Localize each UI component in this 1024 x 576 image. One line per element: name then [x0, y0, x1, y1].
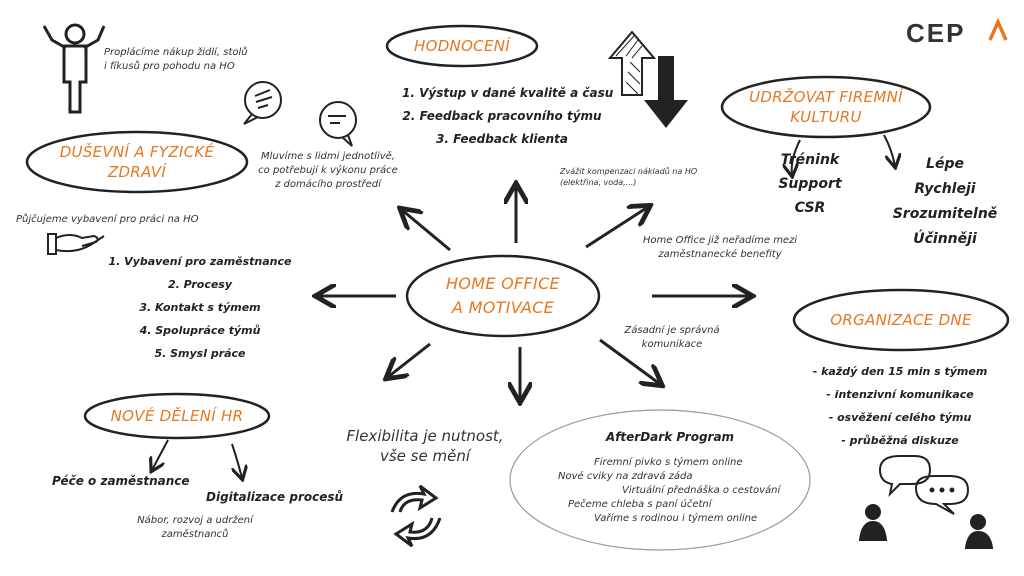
list-item: 5. Smysl práce [154, 347, 246, 360]
refresh-arrows-icon [390, 484, 442, 548]
hr-arrow-right [231, 443, 242, 478]
list-item: CSR [794, 200, 826, 216]
center-title-line2: A MOTIVACE [451, 298, 554, 317]
list-item: 2. Feedback pracovního týmu [402, 109, 602, 123]
afterdark-oval [509, 409, 811, 551]
hr-left: Péče o zaměstnance [52, 474, 190, 488]
hodnoceni-list: 1. Výstup v dané kvalitě a času 2. Feedb… [402, 82, 614, 151]
list-item: Trénink [780, 152, 840, 168]
list-item: 3. Kontakt s týmem [139, 301, 261, 314]
list-item: - intenzivní komunikace [826, 388, 974, 401]
note-line: komunikace [641, 339, 703, 350]
list-item: - každý den 15 min s týmem [812, 365, 988, 378]
zdravi-oval [25, 130, 249, 194]
afterdark-list: Firemní pivko s týmem online Nové cviky … [550, 456, 800, 526]
note-line: (elektřina, voda,...) [560, 178, 637, 187]
list-item: Firemní pivko s týmem online [594, 457, 743, 468]
kultura-title-line2: KULTURU [790, 108, 862, 126]
list-item: Virtuální přednáška o cestování [622, 485, 781, 496]
note-line: zaměstnanecké benefity [658, 249, 782, 260]
kultura-title: UDRŽOVAT FIREMNÍ KULTURU [736, 87, 916, 127]
center-title: HOME OFFICE A MOTIVACE [418, 272, 588, 320]
list-item: - osvěžení celého týmu [828, 411, 972, 424]
kultura-right-list: Lépe Rychleji Srozumitelně Účinněji [890, 152, 1000, 252]
list-item: 4. Spolupráce týmů [139, 324, 261, 337]
kultura-left-list: Trénink Support CSR [770, 148, 850, 220]
note-line: Flexibilita je nutnost, [346, 427, 504, 445]
cepa-logo: CEP [906, 18, 965, 49]
note-line: Zásadní je správná [624, 325, 720, 336]
kultura-oval [720, 75, 932, 139]
note-line: Proplácíme nákup židlí, stolů [104, 47, 248, 58]
note-line: i fíkusů pro pohodu na HO [104, 61, 235, 72]
list-item: Pečeme chleba s paní účetní [568, 499, 712, 510]
note-line: co potřebují k výkonu práce [258, 165, 398, 176]
hr-oval [83, 392, 271, 440]
logo-mark [988, 17, 1008, 41]
list-item: 1. Vybavení pro zaměstnance [108, 255, 292, 268]
benefity-note: Home Office již neřadíme mezi zaměstnane… [630, 234, 810, 262]
zdravi-note-mid: Mluvíme s lidmi jednotlivě, co potřebují… [248, 150, 408, 192]
list-item: 2. Procesy [167, 278, 233, 291]
arrow-up-right [585, 207, 648, 249]
note-line: Zvážit kompenzaci nákladů na HO [560, 167, 698, 176]
vybaveni-list: 1. Vybavení pro zaměstnance 2. Procesy 3… [100, 250, 300, 365]
hodnoceni-oval [385, 24, 539, 68]
arrow-up-left [402, 210, 451, 252]
afterdark-title: AfterDark Program [605, 430, 735, 444]
list-item: 1. Výstup v dané kvalitě a času [402, 86, 614, 100]
note-line: zaměstnanců [161, 529, 229, 540]
list-item: - průběžná diskuze [841, 434, 959, 447]
chat-people-icon [858, 455, 994, 549]
note-line: Mluvíme s lidmi jednotlivě, [261, 151, 395, 162]
list-item: Srozumitelně [892, 206, 998, 222]
zdravi-note-top: Proplácíme nákup židlí, stolů i fíkusů p… [104, 46, 284, 74]
center-oval [405, 254, 601, 338]
kultura-arrow-right [883, 134, 895, 166]
note-line: vše se mění [379, 447, 470, 465]
arrow-down-right [599, 338, 660, 384]
organizace-oval [792, 288, 1010, 352]
list-item: 3. Feedback klienta [436, 132, 568, 146]
up-down-arrows-icon [607, 30, 688, 128]
organizace-title: ORGANIZACE DNE [830, 311, 972, 329]
list-item: Vaříme s rodinou i týmem online [594, 513, 758, 524]
person-cheering-icon [42, 23, 106, 114]
hr-title: NOVÉ DĚLENÍ HR [110, 407, 244, 425]
note-line: z domácího prostředí [275, 179, 381, 190]
list-item: Support [778, 176, 842, 192]
kultura-arrow-left [792, 139, 801, 175]
list-item: Nové cviky na zdravá záda [558, 471, 693, 482]
vybaveni-note: Půjčujeme vybavení pro práci na HO [16, 214, 199, 225]
logo-text: CEP [906, 18, 966, 48]
arrow-down-left [388, 342, 431, 377]
zdravi-title-line2: ZDRAVÍ [107, 163, 167, 181]
hr-right: Digitalizace procesů [206, 490, 344, 504]
hodnoceni-title: HODNOCENÍ [414, 37, 510, 55]
center-title-line1: HOME OFFICE [446, 274, 560, 293]
flexibilita-note: Flexibilita je nutnost, vše se mění [330, 426, 520, 466]
kompenzace-note: Zvážit kompenzaci nákladů na HO (elektři… [560, 166, 730, 188]
hand-offering-icon [47, 233, 105, 255]
kultura-title-line1: UDRŽOVAT FIREMNÍ [749, 88, 903, 106]
hr-note: Nábor, rozvoj a udržení zaměstnanců [120, 514, 270, 542]
speech-bubbles-icon [243, 81, 357, 147]
komunikace-note: Zásadní je správná komunikace [612, 324, 732, 352]
list-item: Lépe [926, 156, 964, 172]
zdravi-title: DUŠEVNÍ A FYZICKÉ ZDRAVÍ [37, 142, 237, 182]
list-item: Účinněji [913, 231, 977, 247]
note-line: Home Office již neřadíme mezi [642, 235, 798, 246]
list-item: Rychleji [914, 181, 976, 197]
note-line: Nábor, rozvoj a udržení [137, 515, 253, 526]
hr-arrow-left [152, 439, 169, 470]
organizace-list: - každý den 15 min s týmem - intenzivní … [790, 360, 1010, 452]
zdravi-title-line1: DUŠEVNÍ A FYZICKÉ [59, 143, 215, 161]
